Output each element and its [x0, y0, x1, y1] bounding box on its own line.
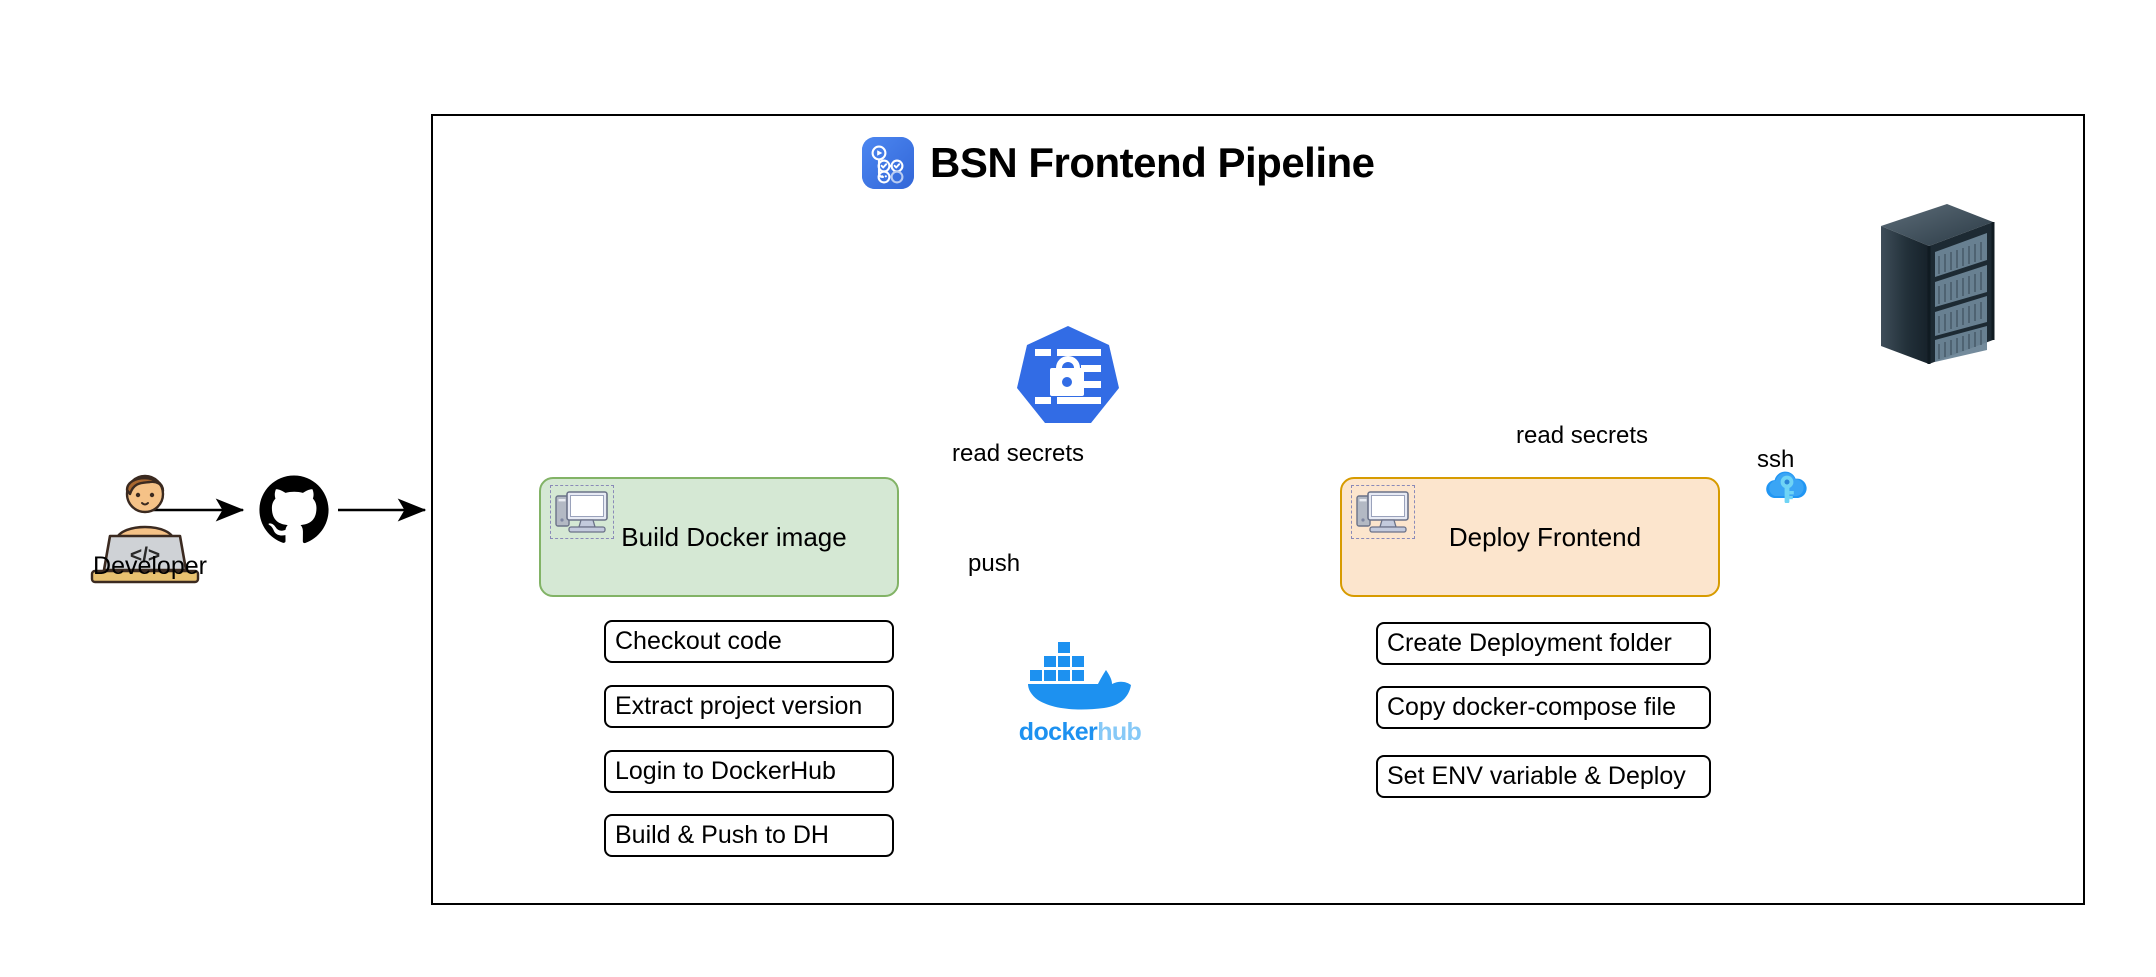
stage-deploy-frontend[interactable]: Deploy Frontend	[1340, 477, 1720, 597]
step-deploy-0[interactable]: Create Deployment folder	[1376, 622, 1711, 665]
developer-at-laptop-icon: </>	[90, 474, 200, 584]
page-title: BSN Frontend Pipeline	[930, 139, 1375, 186]
developer-label: Developer	[93, 552, 207, 580]
server-rack-icon	[1881, 204, 1995, 364]
dockerhub-wordmark-hub: hub	[1097, 718, 1142, 746]
computer-icon	[1351, 485, 1415, 539]
kubernetes-secret-lock-icon	[1017, 326, 1119, 423]
ssh-label: ssh	[1757, 446, 1795, 473]
edge-label-read-secrets-build: read secrets	[952, 440, 1085, 467]
step-build-1[interactable]: Extract project version	[604, 685, 894, 728]
github-octocat-icon	[259, 475, 329, 544]
step-build-0[interactable]: Checkout code	[604, 620, 894, 663]
ssh-cloud-key-icon	[1766, 471, 1807, 503]
dockerhub-wordmark: dockerhub	[1000, 718, 1160, 747]
stage-build-docker-image[interactable]: Build Docker image	[539, 477, 899, 597]
computer-icon	[550, 485, 614, 539]
github-actions-icon	[862, 137, 914, 189]
edge-label-push: push	[968, 550, 1021, 577]
dockerhub-logo: dockerhub	[1000, 640, 1160, 760]
step-deploy-2[interactable]: Set ENV variable & Deploy	[1376, 755, 1711, 798]
svg-text:</>: </>	[130, 544, 160, 567]
dockerhub-wordmark-docker: docker	[1018, 718, 1098, 746]
step-build-2[interactable]: Login to DockerHub	[604, 750, 894, 793]
edge-label-read-secrets-deploy: read secrets	[1516, 422, 1649, 449]
step-deploy-1[interactable]: Copy docker-compose file	[1376, 686, 1711, 729]
docker-whale-icon	[1028, 642, 1131, 710]
step-build-3[interactable]: Build & Push to DH	[604, 814, 894, 857]
stage-deploy-label: Deploy Frontend	[1448, 521, 1642, 552]
stage-build-label: Build Docker image	[621, 521, 847, 552]
pipeline-title-row: BSN Frontend Pipeline	[862, 128, 1562, 198]
